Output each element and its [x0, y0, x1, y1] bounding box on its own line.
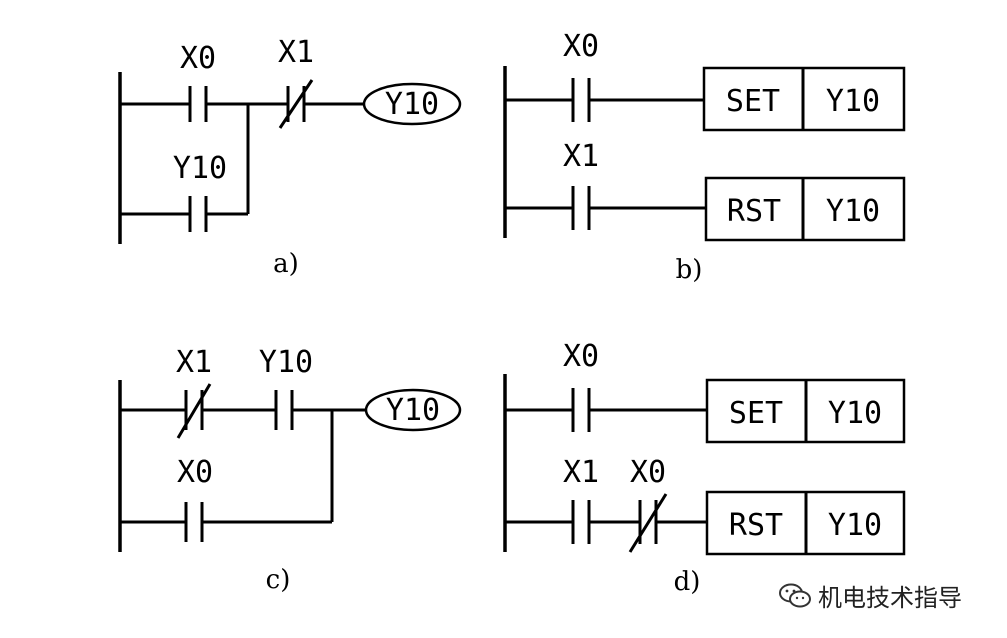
contact-label-x1: X1: [563, 455, 599, 490]
contact-label-x1: X1: [278, 35, 314, 70]
set-instruction-box: SET Y10: [705, 378, 906, 444]
contact-no-x0: [571, 78, 591, 122]
coil-y10: Y10: [364, 388, 462, 432]
rst-instruction-box: RST Y10: [705, 490, 906, 556]
watermark-text: 机电技术指导: [818, 584, 962, 612]
contact-label-x0: X0: [177, 455, 213, 490]
caption-d: d): [674, 567, 701, 597]
rst-label: RST: [727, 194, 781, 229]
contact-no-x0: [571, 388, 591, 432]
contact-label-x0: X0: [563, 29, 599, 64]
contact-no-y10: [188, 196, 208, 232]
contact-no-x0: [184, 502, 204, 542]
set-target: Y10: [826, 84, 880, 119]
rst-target: Y10: [828, 508, 882, 543]
contact-label-x1: X1: [563, 139, 599, 174]
rst-label: RST: [729, 508, 783, 543]
watermark: 机电技术指导: [778, 578, 962, 613]
rst-target: Y10: [826, 194, 880, 229]
set-label: SET: [726, 84, 780, 119]
contact-label-x0-nc: X0: [630, 455, 666, 490]
contact-no-x1: [571, 500, 591, 544]
coil-label: Y10: [386, 393, 440, 428]
caption-b: b): [676, 255, 703, 285]
contact-no-y10: [274, 390, 294, 430]
diagram-a: X0 X1 Y10 Y10 a): [118, 35, 462, 279]
diagram-c: X1 Y10 Y10 X0 c): [118, 345, 462, 595]
contact-label-x0: X0: [563, 339, 599, 374]
contact-no-x0: [188, 86, 208, 122]
contact-label-x0: X0: [180, 41, 216, 76]
contact-label-y10: Y10: [173, 151, 227, 186]
coil-label: Y10: [385, 87, 439, 122]
wechat-icon: [779, 583, 811, 607]
contact-no-x1: [571, 186, 591, 230]
caption-c: c): [266, 565, 291, 595]
set-target: Y10: [828, 396, 882, 431]
coil-y10: Y10: [362, 82, 462, 126]
contact-label-x1: X1: [176, 345, 212, 380]
set-label: SET: [729, 396, 783, 431]
diagram-d: X0 SET Y10 X1 X0 RST Y10 d): [503, 339, 906, 597]
contact-label-y10: Y10: [259, 345, 313, 380]
caption-a: a): [273, 249, 299, 279]
diagram-b: X0 SET Y10 X1 RST Y10 b): [503, 29, 906, 285]
rst-instruction-box: RST Y10: [704, 176, 906, 242]
set-instruction-box: SET Y10: [702, 66, 906, 132]
